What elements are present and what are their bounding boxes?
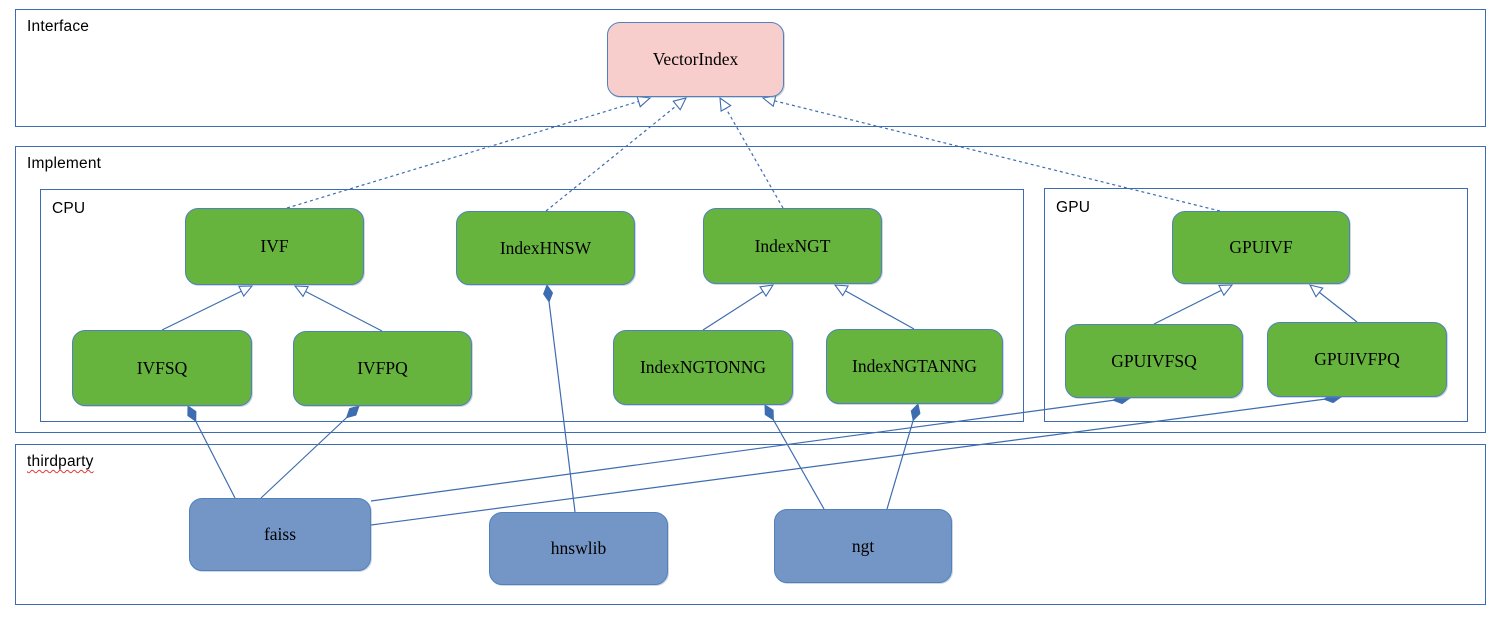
node-ivfpq-label: IVFPQ (357, 358, 408, 378)
node-indexngtonng-label: IndexNGTONNG (639, 357, 767, 377)
node-indexngtanng-label: IndexNGTANNG (852, 356, 977, 376)
node-faiss[interactable]: faiss (189, 498, 371, 571)
node-gpuivfsq[interactable]: GPUIVFSQ (1065, 324, 1243, 398)
node-indexhnsw-label: IndexHNSW (499, 237, 592, 258)
node-gpuivf[interactable]: GPUIVF (1172, 211, 1350, 284)
container-implement-label: Implement (27, 155, 102, 172)
node-ivf-label: IVF (260, 236, 289, 256)
node-hnswlib-label: hnswlib (550, 538, 607, 558)
node-ivfsq[interactable]: IVFSQ (72, 330, 252, 406)
node-gpuivfpq-label: GPUIVFPQ (1314, 349, 1400, 369)
node-ivf[interactable]: IVF (185, 208, 364, 285)
node-hnswlib[interactable]: hnswlib (489, 512, 668, 585)
node-indexngt[interactable]: IndexNGT (703, 208, 882, 284)
node-faiss-label: faiss (263, 524, 297, 544)
node-indexhnsw[interactable]: IndexHNSW (456, 211, 635, 285)
node-indexngtonng[interactable]: IndexNGTONNG (613, 330, 793, 405)
node-vectorindex[interactable]: VectorIndex (607, 22, 784, 97)
container-gpu-label: GPU (1056, 199, 1091, 216)
container-cpu-label: CPU (52, 200, 86, 217)
node-gpuivf-label: GPUIVF (1229, 237, 1293, 257)
node-ngt-label: ngt (851, 535, 875, 556)
node-gpuivfpq[interactable]: GPUIVFPQ (1267, 322, 1447, 397)
container-thirdparty-label: thirdparty (27, 453, 94, 470)
container-interface-label: Interface (27, 18, 90, 35)
node-vectorindex-label: VectorIndex (652, 49, 739, 69)
node-indexngtanng[interactable]: IndexNGTANNG (826, 329, 1003, 404)
node-gpuivfsq-label: GPUIVFSQ (1111, 350, 1197, 371)
node-ivfsq-label: IVFSQ (136, 357, 188, 378)
node-indexngt-label: IndexNGT (754, 235, 831, 256)
node-ivfpq[interactable]: IVFPQ (293, 331, 472, 406)
node-ngt[interactable]: ngt (774, 509, 952, 583)
